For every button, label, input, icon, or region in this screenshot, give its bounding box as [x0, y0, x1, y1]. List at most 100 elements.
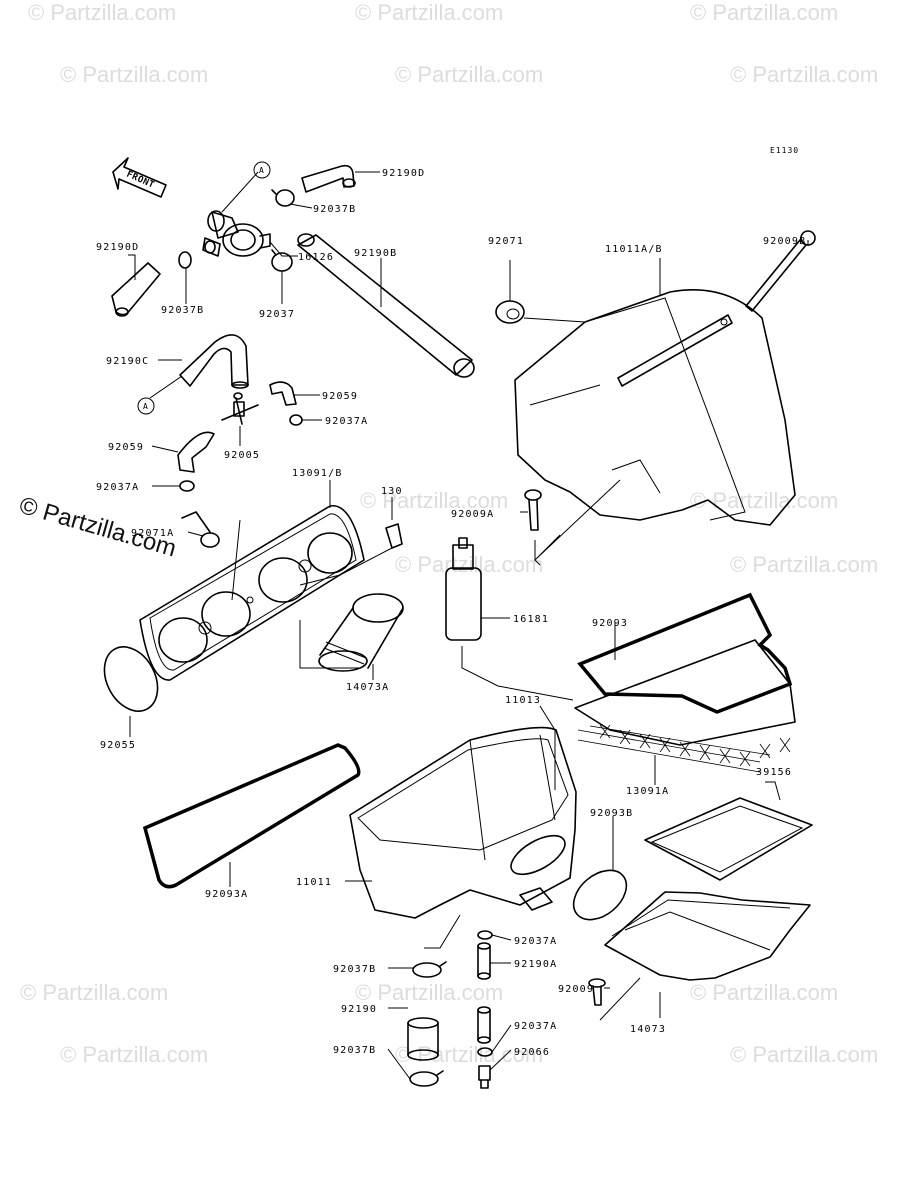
watermark-text: © Partzilla.com	[690, 980, 838, 1005]
watermark-text: © Partzilla.com	[395, 62, 543, 87]
clamp-92037B-top	[271, 189, 295, 207]
grommet-92071A	[181, 511, 220, 548]
label-92037B-top: 92037B	[313, 204, 356, 215]
label-92190B: 92190B	[354, 248, 397, 259]
hose-92190B	[297, 233, 475, 378]
label-130: 130	[381, 486, 403, 497]
label-92093: 92093	[592, 618, 628, 629]
drain-92066	[478, 1065, 491, 1089]
oring-92093B	[572, 869, 628, 921]
label-16126: 16126	[298, 252, 334, 263]
label-92059-right: 92059	[322, 391, 358, 402]
label-92037B-left: 92037B	[161, 305, 204, 316]
watermark-text: © Partzilla.com	[730, 1042, 878, 1067]
mesh-13091A	[577, 724, 791, 773]
element-11013	[574, 639, 796, 746]
valve-16126	[202, 210, 271, 257]
ref-a-left: A	[137, 397, 155, 415]
watermark-text: © Partzilla.com	[20, 980, 168, 1005]
label-92190D-left: 92190D	[96, 242, 139, 253]
clamp-92037B-low2	[409, 1070, 444, 1087]
label-92037A-low: 92037A	[514, 936, 557, 947]
label-13091A: 13091A	[626, 786, 669, 797]
bolt-92009	[588, 978, 606, 1006]
label-92093B: 92093B	[590, 808, 633, 819]
label-14073A: 14073A	[346, 682, 389, 693]
grommet-92071	[495, 300, 525, 324]
hose-92059-right	[269, 381, 297, 406]
label-92037A-mid: 92037A	[325, 416, 368, 427]
plate-39156	[644, 797, 813, 881]
hose-92190C	[179, 334, 249, 389]
label-92037A-low2: 92037A	[514, 1021, 557, 1032]
label-92009: 92009	[558, 984, 594, 995]
clamp-92037	[271, 249, 293, 272]
label-92005: 92005	[224, 450, 260, 461]
ref-a-label: A	[143, 402, 149, 411]
label-14073: 14073	[630, 1024, 666, 1035]
label-92093A: 92093A	[205, 889, 248, 900]
clamp-92037A-mid	[289, 414, 303, 426]
hose-92059-left	[177, 431, 215, 473]
label-92037A-left: 92037A	[96, 482, 139, 493]
watermark-text: © Partzilla.com	[60, 62, 208, 87]
clamp-92037A-low	[477, 930, 493, 940]
leader-lines	[128, 171, 809, 1080]
watermark-text: © Partzilla.com	[730, 552, 878, 577]
label-92071A: 92071A	[131, 528, 174, 539]
oring-92055	[103, 646, 159, 712]
label-39156: 39156	[756, 767, 792, 778]
screw-130	[385, 523, 403, 549]
label-92190A: 92190A	[514, 959, 557, 970]
watermark-text: © Partzilla.com	[60, 1042, 208, 1067]
hose-92190D-left	[111, 262, 161, 317]
label-11013: 11013	[505, 695, 541, 706]
funnel-14073A	[318, 593, 404, 672]
watermark-text: © Partzilla.com	[690, 488, 838, 513]
watermark-text: © Partzilla.com	[395, 552, 543, 577]
label-11011AB: 11011A/B	[605, 244, 663, 255]
filter-16181	[445, 537, 482, 641]
label-92009B: 92009B	[763, 236, 806, 247]
label-92037B-low1: 92037B	[333, 964, 376, 975]
label-16181: 16181	[513, 614, 549, 625]
clamp-92037B-left	[178, 251, 192, 269]
watermark-text: © Partzilla.com	[355, 0, 503, 25]
clamp-92037B-low1	[412, 961, 447, 978]
ref-a-label: A	[259, 166, 265, 175]
cover-11011AB	[514, 289, 796, 526]
label-92190C: 92190C	[106, 356, 149, 367]
hose-92190	[407, 1017, 439, 1061]
ref-a-top: A	[253, 161, 271, 179]
label-92190: 92190	[341, 1004, 377, 1015]
label-92037B-low2: 92037B	[333, 1045, 376, 1056]
gasket-92093	[577, 592, 793, 714]
tee-92005	[221, 392, 259, 425]
label-11011: 11011	[296, 877, 332, 888]
diagram-code: E1130	[770, 146, 799, 155]
label-92059-left: 92059	[108, 442, 144, 453]
front-arrow-icon: FRONT	[112, 157, 167, 198]
watermark-text: © Partzilla.com	[730, 62, 878, 87]
watermark-text: © Partzilla.com	[355, 980, 503, 1005]
gasket-92093A	[142, 743, 361, 889]
label-92037: 92037	[259, 309, 295, 320]
label-13091B: 13091/B	[292, 468, 343, 479]
cover-14073	[604, 891, 811, 981]
label-92071: 92071	[488, 236, 524, 247]
watermark-text: © Partzilla.com	[28, 0, 176, 25]
watermark-text: © Partzilla.com	[690, 0, 838, 25]
hose-92190D-top	[301, 164, 356, 193]
label-92055: 92055	[100, 740, 136, 751]
label-92009A: 92009A	[451, 509, 494, 520]
case-11011	[349, 726, 577, 919]
plate-13091B	[139, 505, 365, 681]
clamp-92037A-left	[179, 480, 195, 492]
bolt-92009A	[524, 489, 542, 531]
watermark-text: © Partzilla.com	[360, 488, 508, 513]
label-92066: 92066	[514, 1047, 550, 1058]
label-92190D-top: 92190D	[382, 168, 425, 179]
watermark-text: © Partzilla.com	[395, 1042, 543, 1067]
hose-92190A	[477, 942, 491, 1044]
